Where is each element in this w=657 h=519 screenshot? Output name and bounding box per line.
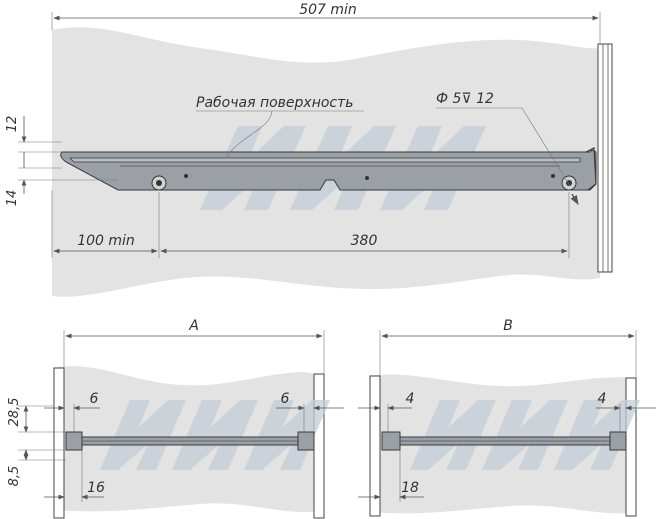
view-a-watermark <box>100 400 330 470</box>
view-a: A 6 6 28,5 8,5 16 <box>7 318 344 519</box>
label-hole-callout: Ф 5⊽ 12 <box>436 91 494 107</box>
label-work-surface: Рабочая поверхность <box>196 95 354 111</box>
view-a-left-panel <box>53 367 65 519</box>
dim-b-left-gap: 4 <box>406 391 415 407</box>
dim-overall-width: 507 min <box>299 2 357 18</box>
dim-a-height-top: 28,5 <box>7 398 22 427</box>
view-b-watermark <box>410 400 640 470</box>
dim-b-right-gap: 4 <box>598 391 607 407</box>
dim-a-left-gap: 6 <box>90 391 99 407</box>
shelf-hook <box>585 147 597 191</box>
view-b-left-panel <box>369 375 381 517</box>
view-a-right-panel <box>313 373 325 519</box>
dim-label-b: B <box>503 318 513 334</box>
dim-a-right-gap: 6 <box>281 391 290 407</box>
dim-offset-left: 100 min <box>77 233 135 249</box>
dim-height-upper: 12 <box>5 116 20 133</box>
dim-b-bottom-offset: 18 <box>401 480 419 496</box>
top-view: 507 min Рабочая поверхность Ф 5⊽ 12 12 1… <box>5 2 613 297</box>
view-b: B 4 4 18 <box>358 318 656 517</box>
dim-a-height-bottom: 8,5 <box>7 466 22 487</box>
dim-a-bottom-offset: 16 <box>87 480 105 496</box>
dim-label-a: A <box>188 318 199 334</box>
dim-height-lower: 14 <box>5 190 20 207</box>
top-side-panel <box>597 43 613 273</box>
view-b-right-panel <box>625 377 637 517</box>
dim-span: 380 <box>351 233 378 249</box>
